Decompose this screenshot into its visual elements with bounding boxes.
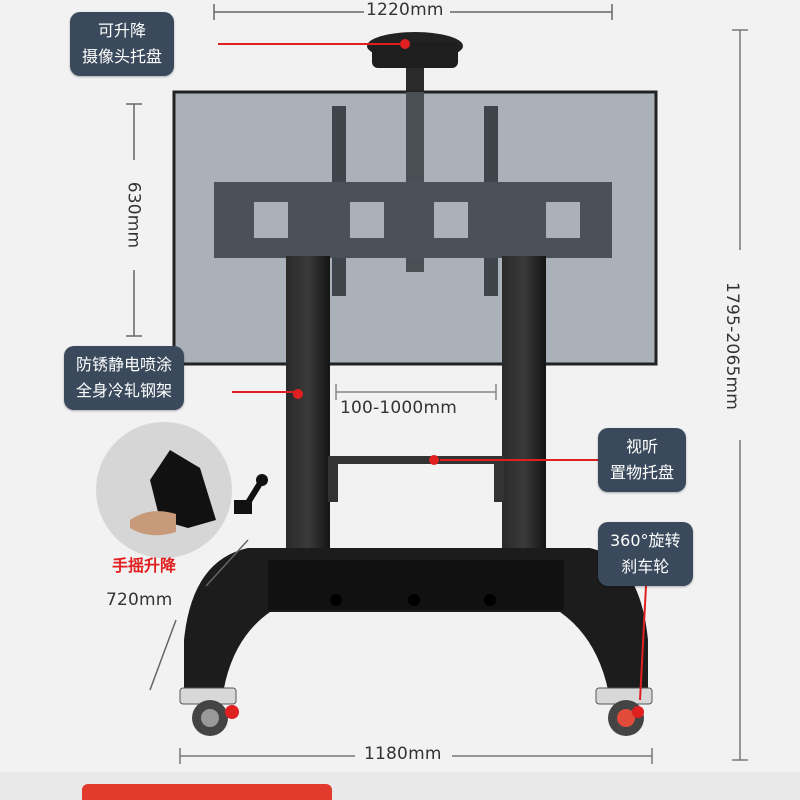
dimension-line-depth — [149, 539, 249, 691]
callout-line: 全身冷轧钢架 — [76, 381, 173, 400]
callout-connectors — [218, 43, 647, 718]
camera-tray — [367, 32, 463, 96]
hand-crank-label: 手摇升降 — [112, 556, 177, 575]
top-width-label: 1220mm — [366, 0, 444, 20]
base-width-label: 1180mm — [364, 744, 442, 764]
wheel-right — [595, 687, 653, 736]
av-tray-shelf — [328, 455, 504, 502]
dimension-line-base — [179, 748, 653, 764]
callout-line: 置物托盘 — [610, 463, 675, 482]
stand-base — [184, 548, 648, 700]
hand-crank-inset — [96, 422, 268, 558]
wheels-callout: 360°旋转 刹车轮 — [598, 522, 693, 586]
left-pole — [286, 256, 330, 586]
frame-callout: 防锈静电喷涂 全身冷轧钢架 — [64, 346, 185, 410]
mounting-bracket — [214, 106, 612, 296]
camera-tray-callout: 可升降 摄像头托盘 — [70, 12, 175, 76]
right-pole — [502, 256, 546, 586]
total-height-label: 1795-2065mm — [721, 282, 742, 410]
dimension-line-height — [732, 29, 748, 761]
callout-line: 360°旋转 — [610, 531, 681, 550]
dimension-line-vesa — [335, 384, 497, 400]
bottom-red-tab — [82, 784, 332, 800]
callout-line: 防锈静电喷涂 — [76, 355, 173, 374]
vesa-range-label: 100-1000mm — [340, 398, 457, 418]
dimension-line-top — [213, 4, 613, 20]
callout-line: 刹车轮 — [621, 557, 670, 576]
callout-line: 摄像头托盘 — [82, 47, 163, 66]
wheel-left — [179, 687, 239, 736]
callout-line: 可升降 — [98, 21, 147, 40]
screen-height-label: 630mm — [123, 181, 144, 249]
callout-line: 视听 — [626, 437, 659, 456]
base-depth-label: 720mm — [106, 590, 173, 610]
dimension-line-screen — [126, 103, 142, 337]
av-tray-callout: 视听 置物托盘 — [598, 428, 687, 492]
